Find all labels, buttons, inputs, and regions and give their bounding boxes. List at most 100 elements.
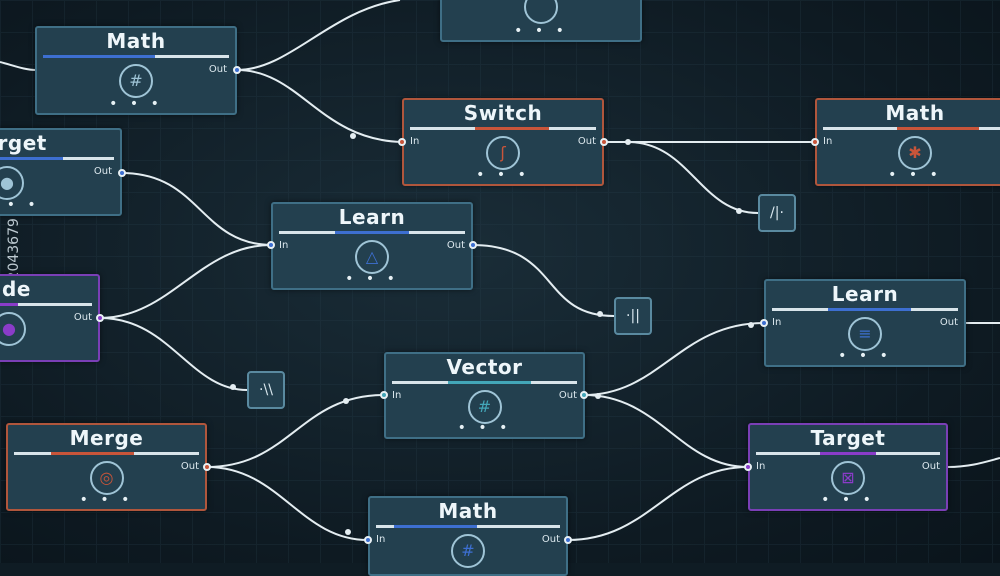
node-menu-dots[interactable]: • • • [888, 167, 942, 183]
output-label: Out [93, 166, 112, 177]
hash-icon: # [467, 390, 502, 424]
node-menu-dots[interactable]: • • • [457, 420, 512, 436]
output-label: Out [180, 461, 199, 472]
node-menu-dots[interactable]: • • • [514, 23, 568, 39]
input-label: In [772, 317, 782, 328]
node-title: Target [810, 426, 886, 450]
mini-node[interactable]: ·\\ [247, 371, 285, 409]
wire [236, 0, 401, 71]
output-port[interactable] [96, 314, 104, 322]
node-menu-dots[interactable]: • • • [109, 96, 163, 112]
node-math-bottom[interactable]: Math In Out # [368, 496, 568, 576]
node-title: Switch [463, 101, 543, 125]
output-port[interactable] [118, 169, 126, 177]
step-signal-icon: ʃ [486, 136, 520, 170]
node-progress-bar [410, 127, 596, 130]
lines-icon: ≡ [848, 317, 882, 351]
node-menu-dots[interactable]: • • • [79, 492, 134, 508]
output-port[interactable] [600, 138, 608, 146]
output-label: Out [577, 136, 596, 147]
node-target-right[interactable]: Target In Out ⊠ • • • [748, 423, 948, 511]
output-port[interactable] [233, 66, 241, 74]
gear-circle-icon: ✱ [898, 136, 932, 170]
node-title: Learn [338, 205, 406, 229]
mini-node[interactable]: /|· [758, 194, 796, 232]
triangle-icon: △ [355, 240, 389, 274]
output-port[interactable] [580, 391, 588, 399]
input-port[interactable] [398, 138, 406, 146]
node-menu-dots[interactable]: • • • [0, 197, 40, 213]
node-progress-bar [0, 303, 92, 306]
wire [236, 69, 403, 143]
node-math-right[interactable]: Math In ✱ • • • [815, 98, 1000, 186]
wire-layer [0, 0, 1000, 541]
node-progress-bar [279, 231, 465, 234]
output-label: Out [73, 312, 92, 323]
output-label: Out [558, 390, 577, 401]
node-top-partial[interactable]: • • • [440, 0, 642, 42]
node-target-left[interactable]: Target Out ● • • • [0, 128, 122, 216]
node-progress-bar [43, 55, 229, 58]
node-switch[interactable]: Switch In Out ʃ • • • [402, 98, 604, 186]
target-circle-icon: ● [0, 166, 24, 200]
output-port[interactable] [564, 536, 572, 544]
mini-node[interactable]: ·|| [614, 297, 652, 335]
input-port[interactable] [364, 536, 372, 544]
input-label: In [823, 136, 833, 147]
node-title: Merge [69, 426, 144, 450]
node-title: Math [106, 29, 166, 53]
merge-circle-icon: ◎ [89, 461, 124, 495]
input-label: In [410, 136, 420, 147]
input-label: In [279, 240, 289, 251]
input-port[interactable] [267, 241, 275, 249]
node-title: de [2, 277, 31, 301]
node-progress-bar [14, 452, 199, 455]
wire [121, 172, 272, 246]
wire [206, 394, 385, 468]
node-title: Learn [831, 282, 899, 306]
wire [99, 244, 272, 319]
wire [471, 244, 615, 317]
output-label: Out [541, 534, 560, 545]
output-port[interactable] [203, 463, 211, 471]
output-label: Out [446, 240, 465, 251]
node-merge[interactable]: Merge Out ◎ • • • [6, 423, 207, 511]
node-progress-bar [376, 525, 560, 528]
input-port[interactable] [744, 463, 752, 471]
wire [583, 394, 749, 468]
x-circle-icon: ⊠ [831, 461, 865, 495]
circle-icon: ● [0, 312, 26, 346]
node-title: Target [0, 131, 47, 155]
node-learn-center[interactable]: Learn In Out △ • • • [271, 202, 473, 290]
wire [567, 466, 749, 541]
node-menu-dots[interactable]: • • • [821, 492, 875, 508]
node-title: Math [438, 499, 498, 523]
node-math-top-left[interactable]: Math Out # • • • [35, 26, 237, 115]
node-learn-right[interactable]: Learn In Out ≡ • • • [764, 279, 966, 367]
node-progress-bar [756, 452, 940, 455]
node-left-mid[interactable]: de Out ● [0, 274, 100, 362]
wire [627, 141, 759, 214]
node-progress-bar [392, 381, 577, 384]
node-progress-bar [823, 127, 1000, 130]
input-label: In [392, 390, 402, 401]
wire [206, 466, 369, 541]
circle-icon [524, 0, 558, 24]
node-vector[interactable]: Vector In Out # • • • [384, 352, 585, 439]
grid-circle-icon: # [119, 64, 153, 98]
input-port[interactable] [811, 138, 819, 146]
output-label: Out [939, 317, 958, 328]
wire [0, 61, 37, 71]
input-port[interactable] [760, 319, 768, 327]
input-label: In [756, 461, 766, 472]
output-label: Out [208, 64, 227, 75]
input-port[interactable] [380, 391, 388, 399]
node-progress-bar [0, 157, 114, 160]
wire [99, 317, 248, 391]
output-label: Out [921, 461, 940, 472]
output-port[interactable] [469, 241, 477, 249]
node-menu-dots[interactable]: • • • [345, 271, 399, 287]
node-menu-dots[interactable]: • • • [838, 348, 892, 364]
wire [583, 322, 765, 396]
node-menu-dots[interactable]: • • • [476, 167, 530, 183]
